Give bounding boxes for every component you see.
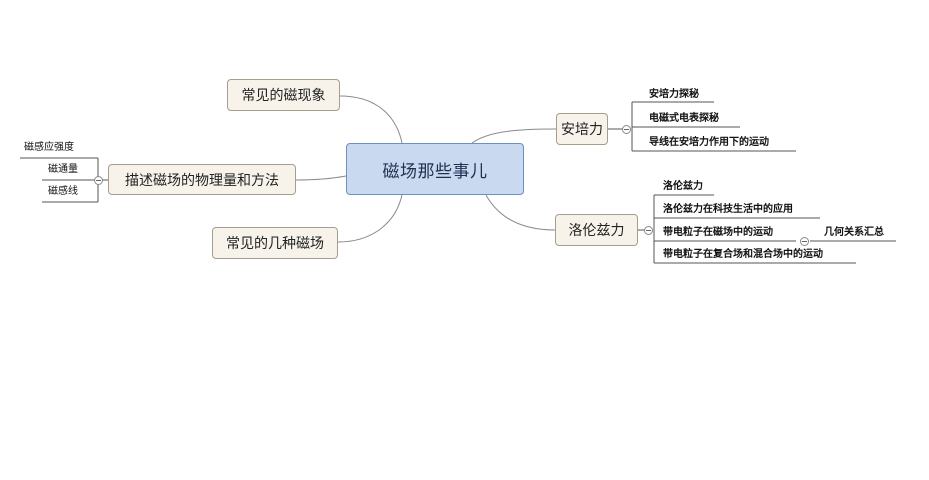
branch-describing-quantities[interactable]: 描述磁场的物理量和方法 bbox=[108, 164, 296, 195]
subtopic-lorentz-applications[interactable]: 洛伦兹力在科技生活中的应用 bbox=[663, 204, 793, 215]
collapse-toggle-quantities[interactable] bbox=[94, 176, 103, 185]
subtopic-wire-motion[interactable]: 导线在安培力作用下的运动 bbox=[649, 137, 769, 148]
subtopic-lorentz-force[interactable]: 洛伦兹力 bbox=[663, 181, 703, 192]
collapse-toggle-ampere[interactable] bbox=[622, 125, 631, 134]
subtopic-meter-explore[interactable]: 电磁式电表探秘 bbox=[649, 113, 719, 124]
link-ampere bbox=[471, 128, 557, 144]
collapse-toggle-lorentz[interactable] bbox=[644, 226, 653, 235]
subtopic-particle-in-field[interactable]: 带电粒子在磁场中的运动 bbox=[663, 227, 773, 238]
link-quantities bbox=[295, 175, 347, 181]
branch-common-fields[interactable]: 常见的几种磁场 bbox=[212, 227, 338, 259]
subtopic-field-lines[interactable]: 磁感线 bbox=[48, 186, 78, 197]
collapse-toggle-particle-motion[interactable] bbox=[800, 237, 809, 246]
link-fields bbox=[337, 194, 403, 243]
central-topic[interactable]: 磁场那些事儿 bbox=[346, 143, 524, 195]
branch-common-magnetic-phenomena[interactable]: 常见的磁现象 bbox=[227, 79, 340, 111]
subtopic-geometry-summary[interactable]: 几何关系汇总 bbox=[824, 227, 884, 238]
link-lorentz bbox=[485, 194, 556, 231]
subtopic-magnetic-induction[interactable]: 磁感应强度 bbox=[24, 142, 74, 153]
subtopic-particle-in-compound-field[interactable]: 带电粒子在复合场和混合场中的运动 bbox=[663, 249, 823, 260]
branch-lorentz-force[interactable]: 洛伦兹力 bbox=[555, 214, 638, 246]
subtopic-ampere-explore[interactable]: 安培力探秘 bbox=[649, 89, 699, 100]
branch-ampere-force[interactable]: 安培力 bbox=[556, 113, 608, 145]
subtopic-magnetic-flux[interactable]: 磁通量 bbox=[48, 164, 78, 175]
link-phenomena bbox=[339, 95, 403, 144]
